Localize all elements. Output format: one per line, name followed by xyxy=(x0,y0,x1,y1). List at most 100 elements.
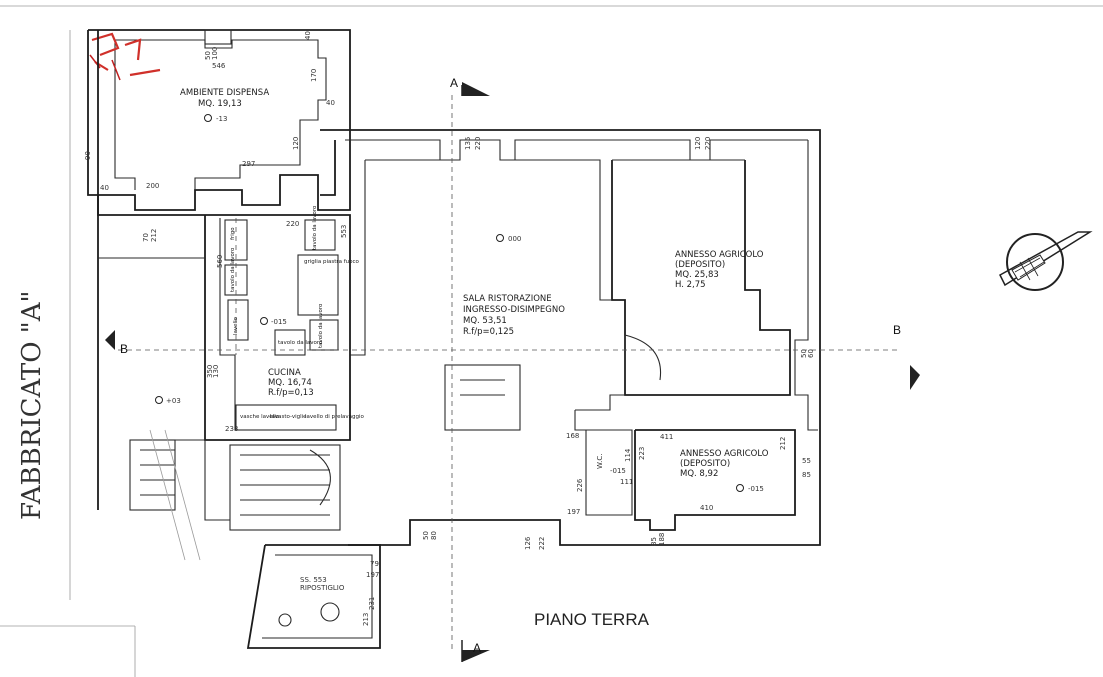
sala-level: 000 xyxy=(508,235,521,243)
dim-231: 231 xyxy=(368,597,376,610)
fixture-griglia: griglia piastra fuoco xyxy=(304,259,360,265)
main-walls xyxy=(320,129,821,546)
section-a-bottom-label: A xyxy=(473,641,481,655)
room-cucina: CUCINA MQ. 16,74 R.f/p=0,13 -015 xyxy=(260,317,314,398)
dim-40c: 40 xyxy=(100,184,109,192)
dim-135: 135 xyxy=(464,137,472,150)
dim-213: 213 xyxy=(362,613,370,626)
dim-130: 130 xyxy=(212,365,220,378)
dim-212: 212 xyxy=(150,229,158,242)
kitchen-fixtures: frigo tavolo da lavoro tavolo da lavoro … xyxy=(230,205,365,420)
dim-220b: 220 xyxy=(704,137,712,150)
dim-79: 79 xyxy=(370,560,379,568)
cucina-walls xyxy=(204,214,351,441)
dim-297: 297 xyxy=(242,160,255,168)
wc-level: -015 xyxy=(610,467,626,475)
north-arrow-icon xyxy=(999,231,1093,291)
building-label: FABBRICATO "A" xyxy=(17,291,47,520)
sala-name: SALA RISTORAZIONE xyxy=(463,294,552,304)
dispensa-area: MQ. 19,13 xyxy=(198,99,242,109)
level-mark-icon xyxy=(496,234,504,242)
level-mark-icon xyxy=(204,114,212,122)
red-markup xyxy=(89,32,161,81)
fixture-lavello-prelavaggio: lavello di prelavaggio xyxy=(305,414,365,420)
dim-212b: 212 xyxy=(779,437,787,450)
cucina-level: -015 xyxy=(271,318,287,326)
room-sala: SALA RISTORAZIONE INGRESSO-DISIMPEGNO MQ… xyxy=(463,234,565,337)
level-mark-icon xyxy=(155,396,163,404)
dim-233: 233 xyxy=(225,425,238,433)
dim-50b: 50 xyxy=(800,349,808,358)
section-b-left-label: B xyxy=(120,342,128,356)
fixture-tavolo-4: tavolo da lavoro xyxy=(318,303,324,348)
fixture-tavolo-2: tavolo da lavoro xyxy=(312,205,318,250)
lower-name: SS. 553 xyxy=(300,576,327,584)
dim-226: 226 xyxy=(576,478,584,492)
annesso1-name: ANNESSO AGRICOLO xyxy=(675,250,764,260)
dim-60: 60 xyxy=(807,349,815,358)
dim-197b: 197 xyxy=(366,571,379,579)
dim-546: 546 xyxy=(212,62,226,70)
dim-50c: 50 xyxy=(422,531,430,540)
dim-220c: 220 xyxy=(286,220,299,228)
dim-100: 100 xyxy=(211,47,219,60)
dim-410: 410 xyxy=(700,504,713,512)
dim-168: 168 xyxy=(566,432,579,440)
section-a-top-label: A xyxy=(450,76,458,90)
room-annesso-2: ANNESSO AGRICOLO (DEPOSITO) MQ. 8,92 -01… xyxy=(680,449,769,493)
section-lines xyxy=(105,82,920,662)
dim-120b: 120 xyxy=(292,137,300,150)
dim-70: 70 xyxy=(142,233,150,242)
cucina-name: CUCINA xyxy=(268,368,301,378)
annesso1-height: H. 2,75 xyxy=(675,280,706,290)
dim-50: 50 xyxy=(204,51,212,60)
dim-222: 222 xyxy=(538,537,546,550)
dim-560: 560 xyxy=(216,255,224,268)
external-level-value: +03 xyxy=(166,397,181,405)
dim-126: 126 xyxy=(524,536,532,550)
dim-111: 111 xyxy=(620,478,633,486)
level-mark-icon xyxy=(736,484,744,492)
dispensa-walls xyxy=(87,29,351,211)
annesso2-area: MQ. 8,92 xyxy=(680,469,718,479)
dim-170: 170 xyxy=(310,69,318,82)
room-annesso-1: ANNESSO AGRICOLO (DEPOSITO) MQ. 25,83 H.… xyxy=(675,250,764,290)
fixture-lavello: lavello xyxy=(233,316,239,335)
dim-411: 411 xyxy=(660,433,673,441)
wc-name: W.C. xyxy=(596,454,604,469)
annesso2-level: -015 xyxy=(748,485,764,493)
cucina-area: MQ. 16,74 xyxy=(268,378,312,388)
dim-553: 553 xyxy=(340,225,348,238)
dim-85b: 85 xyxy=(650,537,658,546)
dimension-labels: 50 100 40 170 40 546 90 40 200 297 120 7… xyxy=(84,31,815,626)
annesso1-area: MQ. 25,83 xyxy=(675,270,719,280)
annesso2-sub: (DEPOSITO) xyxy=(680,459,730,469)
fixture-vasche: vasche lavello xyxy=(240,414,280,420)
room-dispensa: AMBIENTE DISPENSA MQ. 19,13 -13 xyxy=(180,88,269,123)
room-lower: SS. 553 RIPOSTIGLIO xyxy=(300,576,345,592)
annesso1-sub: (DEPOSITO) xyxy=(675,260,725,270)
annesso2-name: ANNESSO AGRICOLO xyxy=(680,449,769,459)
dim-90: 90 xyxy=(84,151,92,160)
sala-ratio: R.f/p=0,125 xyxy=(463,327,514,337)
fixture-frigo: frigo xyxy=(230,227,236,240)
room-wc: W.C. -015 xyxy=(596,454,626,475)
dim-350: 350 xyxy=(206,365,214,378)
level-mark-icon xyxy=(260,317,268,325)
dim-197: 197 xyxy=(567,508,580,516)
dim-80: 80 xyxy=(430,531,438,540)
sala-area: MQ. 53,51 xyxy=(463,316,507,326)
dim-120c: 120 xyxy=(694,137,702,150)
fixture-tavolo-1: tavolo da lavoro xyxy=(230,247,236,292)
fixture-tavolo-3: tavolo da lavoro xyxy=(278,340,323,346)
dim-220a: 220 xyxy=(474,137,482,150)
cucina-ratio: R.f/p=0,13 xyxy=(268,388,314,398)
dispensa-level: -13 xyxy=(216,115,227,123)
left-structures xyxy=(97,30,341,561)
dim-55: 55 xyxy=(802,457,811,465)
fixture-lavastoviglie: lavasto-viglie xyxy=(270,414,307,420)
floor-title: PIANO TERRA xyxy=(534,610,650,629)
external-level: +03 xyxy=(155,396,181,405)
dim-40b: 40 xyxy=(326,99,335,107)
